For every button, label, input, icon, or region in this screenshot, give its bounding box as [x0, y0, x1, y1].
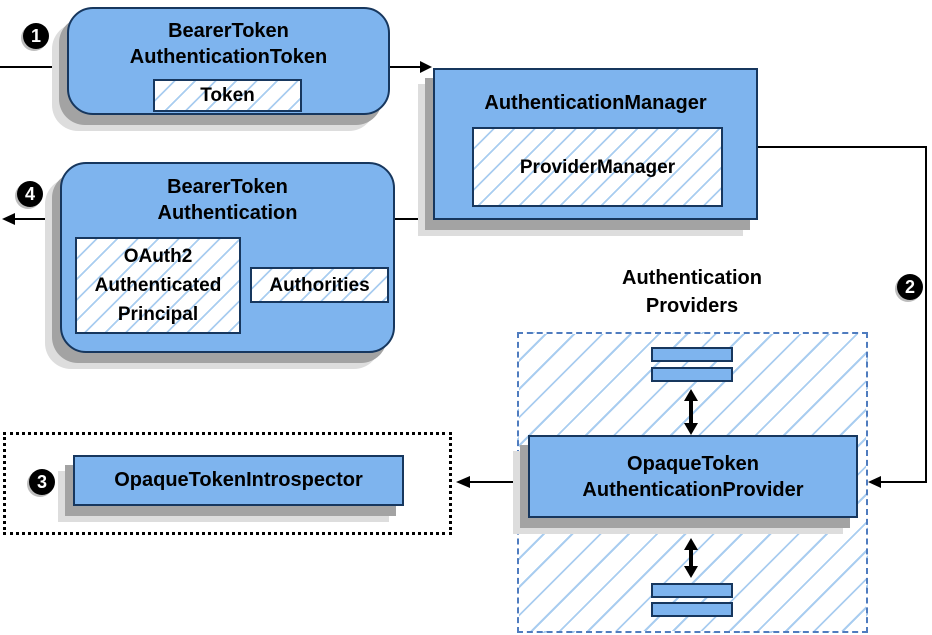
node-title: AuthenticationManager: [484, 92, 707, 114]
step-badge-4: 4: [17, 181, 43, 207]
field-label: Authorities: [269, 274, 370, 296]
label-line: Providers: [645, 295, 739, 317]
label-line: Authentication: [622, 267, 762, 289]
node-title: OpaqueToken AuthenticationProvider: [582, 451, 803, 503]
node-title: BearerToken AuthenticationToken: [69, 18, 388, 70]
node-opaque-token-authentication-provider: OpaqueToken AuthenticationProvider: [528, 435, 858, 518]
field-token: Token: [153, 79, 302, 112]
provider-list-bar: [651, 602, 733, 617]
field-provider-manager: ProviderManager: [472, 127, 723, 207]
step-badge-1: 1: [23, 23, 49, 49]
step-badge-3: 3: [29, 469, 55, 495]
title-line: Authentication: [157, 202, 298, 224]
field-label: ProviderManager: [519, 156, 676, 178]
authentication-providers-label: Authentication Providers: [542, 264, 842, 320]
arrowhead-result-out: [2, 213, 15, 225]
field-label: OAuth2 Authenticated Principal: [95, 242, 222, 329]
provider-list-bar: [651, 367, 733, 382]
title-line: OpaqueToken: [627, 452, 759, 475]
node-title: OpaqueTokenIntrospector: [114, 469, 363, 491]
arrowhead-provider-to-introspector: [456, 476, 470, 488]
title-line: BearerToken: [168, 20, 289, 42]
provider-list-bar: [651, 583, 733, 598]
field-authorities: Authorities: [250, 267, 389, 303]
node-bearer-token-authentication-token: BearerToken AuthenticationToken Token: [67, 7, 390, 115]
title-line: AuthenticationProvider: [582, 478, 804, 501]
field-line: Principal: [117, 304, 199, 325]
step-badge-2: 2: [897, 274, 923, 300]
field-line: OAuth2: [123, 246, 193, 267]
field-line: Authenticated: [94, 275, 222, 296]
node-title: BearerToken Authentication: [62, 174, 393, 226]
arrowhead-token-to-manager: [420, 61, 432, 73]
arrowhead-manager-to-provider: [868, 476, 881, 488]
node-bearer-token-authentication: BearerToken Authentication OAuth2 Authen…: [60, 162, 395, 353]
provider-list-bar: [651, 347, 733, 362]
node-opaque-token-introspector: OpaqueTokenIntrospector: [73, 455, 404, 506]
node-authentication-manager: AuthenticationManager ProviderManager: [433, 68, 758, 220]
title-line: AuthenticationToken: [129, 46, 328, 68]
field-oauth2-authenticated-principal: OAuth2 Authenticated Principal: [75, 237, 241, 334]
field-label: Token: [200, 85, 255, 106]
title-line: BearerToken: [167, 176, 288, 198]
